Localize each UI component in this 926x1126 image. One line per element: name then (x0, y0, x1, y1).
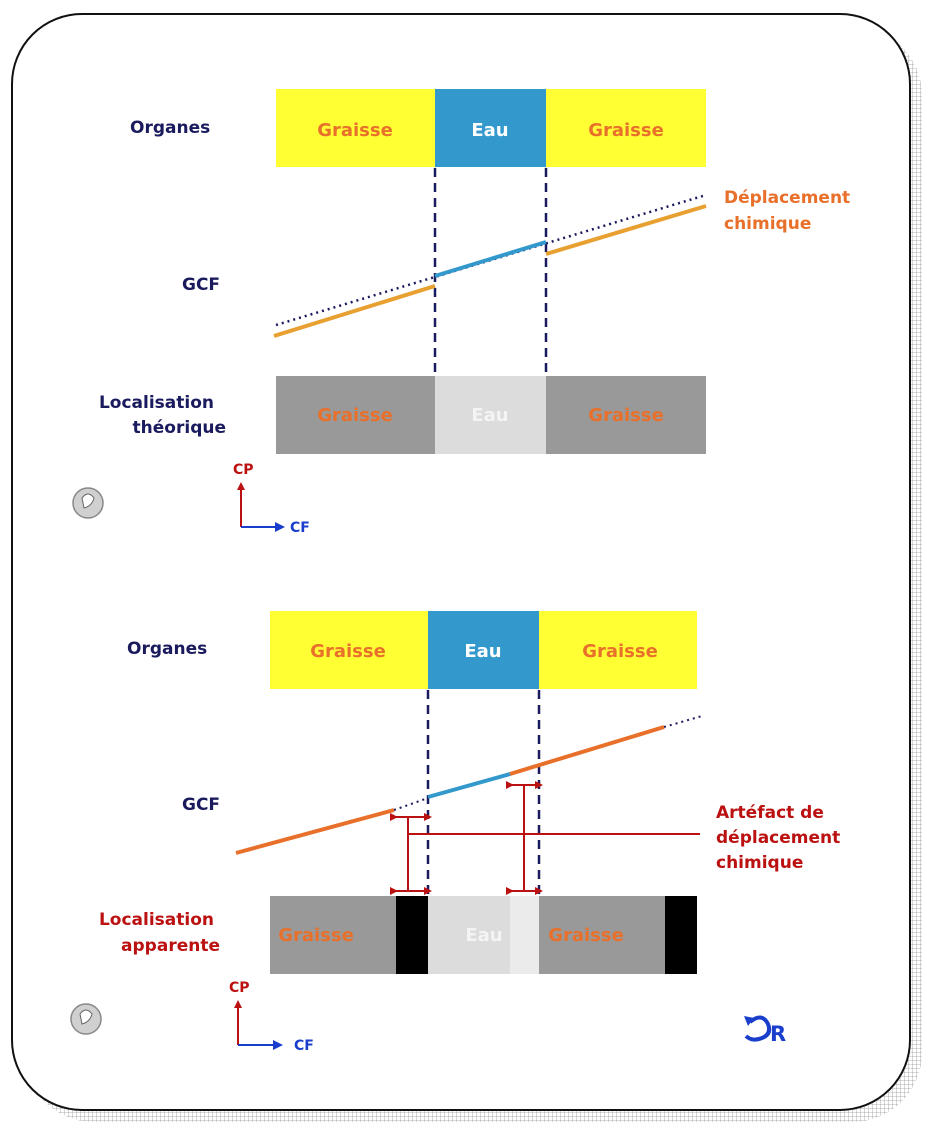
top-loc-water (435, 376, 546, 454)
bottom-loc-fat-left-label: Graisse (278, 925, 354, 946)
bottom-loc-label-2: apparente (121, 936, 220, 956)
top-loc-fat-left-label: Graisse (317, 405, 393, 426)
bottom-gcf-dotted-right (663, 715, 703, 728)
bottom-loc-water (428, 896, 510, 974)
top-gcf-label: GCF (182, 275, 220, 295)
top-organ-water (435, 89, 546, 167)
artefact-markers (390, 781, 700, 895)
top-shift-label-2: chimique (724, 214, 811, 234)
bottom-axes: CP CF (229, 980, 314, 1054)
bottom-organ-fat-right (539, 611, 697, 689)
bottom-gcf-dotted-left (393, 797, 429, 811)
artefact-label-1: Artéfact de (716, 803, 824, 823)
bottom-loc-void-left (396, 896, 428, 974)
top-gcf-fat-left (273, 284, 436, 338)
bottom-gcf-label: GCF (182, 795, 220, 815)
top-organ-fat-right-label: Graisse (588, 120, 664, 141)
bottom-organ-fat-left (270, 611, 428, 689)
bottom-organs-label: Organes (127, 639, 207, 659)
top-loc-fat-right-label: Graisse (588, 405, 664, 426)
bottom-organ-fat-right-label: Graisse (582, 641, 658, 662)
bottom-diagram: Organes Graisse Eau Graisse GCF Artéfact… (70, 611, 840, 1054)
back-arrow-icon[interactable]: R (744, 1015, 786, 1046)
bottom-loc-overlap (510, 896, 539, 974)
top-loc-label-1: Localisation (99, 393, 214, 413)
frame-card (11, 13, 911, 1111)
top-axes: CP CF (233, 462, 310, 536)
top-loc-water-label: Eau (471, 405, 508, 426)
bottom-gcf-fat-left (235, 808, 395, 855)
bottom-loc-water-label: Eau (465, 925, 502, 946)
top-gcf-fat-right (545, 204, 707, 256)
top-organ-water-label: Eau (471, 120, 508, 141)
top-axis-cp: CP (233, 462, 254, 478)
logo-icon (70, 1003, 102, 1035)
bottom-axis-cp: CP (229, 980, 250, 996)
bottom-axis-cf: CF (294, 1038, 314, 1054)
bottom-organ-fat-left-label: Graisse (310, 641, 386, 662)
top-loc-fat-right (546, 376, 706, 454)
top-loc-label-2: théorique (133, 418, 226, 438)
logo-text: R (770, 1022, 786, 1046)
logo-icon (72, 487, 104, 519)
top-shift-label-1: Déplacement (724, 188, 850, 208)
top-organ-fat-left (276, 89, 435, 167)
top-organ-fat-left-label: Graisse (317, 120, 393, 141)
bottom-loc-void-right (665, 896, 697, 974)
bottom-loc-fat-right (539, 896, 665, 974)
bottom-loc-fat-left (270, 896, 396, 974)
bottom-loc-label-1: Localisation (99, 910, 214, 930)
top-axis-cf: CF (290, 520, 310, 536)
bottom-gcf-fat-right (509, 725, 665, 776)
artefact-label-2: déplacement (716, 828, 840, 848)
bottom-gcf-water (427, 772, 511, 799)
bottom-loc-fat-right-label: Graisse (548, 925, 624, 946)
bottom-organ-water (428, 611, 539, 689)
top-gcf-water (434, 240, 547, 278)
bottom-organ-water-label: Eau (464, 641, 501, 662)
top-diagram: Organes Graisse Eau Graisse GCF Déplacem… (72, 89, 850, 536)
artefact-label-3: chimique (716, 853, 803, 873)
top-organs-label: Organes (130, 118, 210, 138)
top-organ-fat-right (546, 89, 706, 167)
top-loc-fat-left (276, 376, 435, 454)
